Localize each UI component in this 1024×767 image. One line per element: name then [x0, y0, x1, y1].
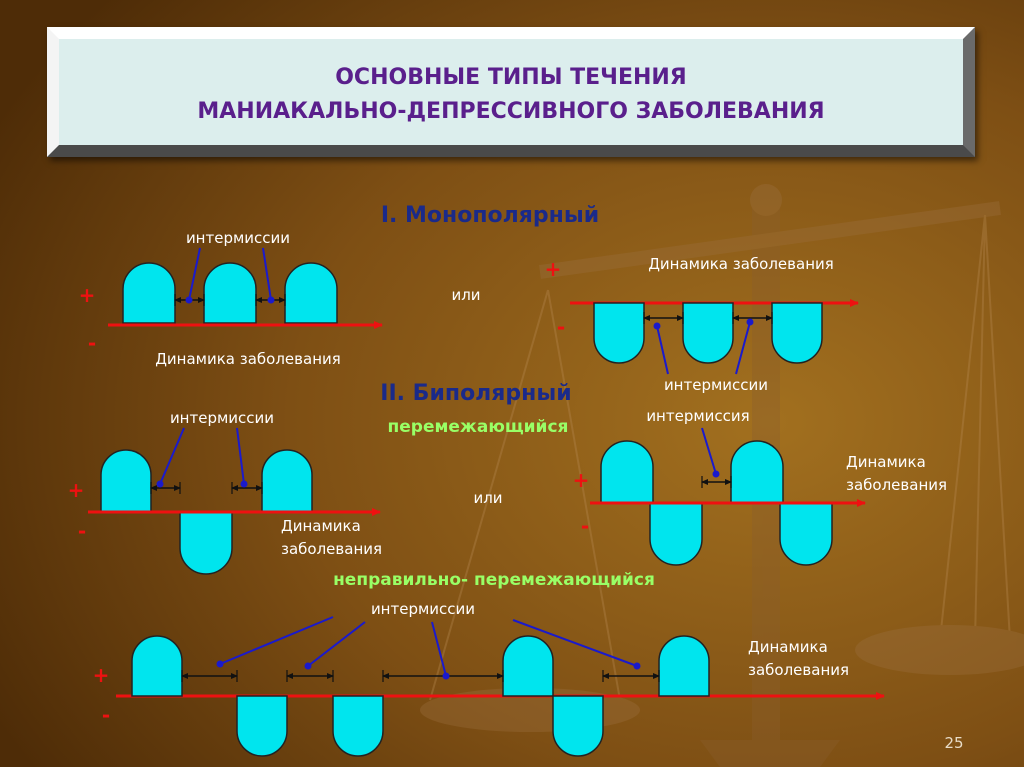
label-intermissions-3: интермиссии [170, 409, 274, 427]
manic-phase [131, 635, 183, 697]
depressive-phase [779, 502, 833, 566]
intermission-marker [185, 296, 193, 304]
label-dynamics-5a: Динамика [748, 638, 828, 656]
depressive-phase [593, 302, 645, 364]
title-banner: ОСНОВНЫЕ ТИПЫ ТЕЧЕНИЯ МАНИАКАЛЬНО-ДЕПРЕС… [47, 27, 975, 157]
intermission-leader [512, 619, 638, 667]
intermission-leader [307, 621, 366, 667]
label-intermissions-2: интермиссии [664, 376, 768, 394]
intermission-marker [633, 662, 641, 670]
title-line-1: ОСНОВНЫЕ ТИПЫ ТЕЧЕНИЯ [335, 65, 687, 90]
label-dynamics-5b: заболевания [748, 661, 849, 679]
sign-minus-1: - [88, 331, 96, 355]
label-or-1: или [451, 286, 480, 304]
depressive-phase [179, 511, 233, 575]
intermission-leader [431, 621, 447, 677]
page-title: ОСНОВНЫЕ ТИПЫ ТЕЧЕНИЯ МАНИАКАЛЬНО-ДЕПРЕС… [59, 61, 963, 129]
intermission-leader [735, 321, 751, 375]
sign-minus-4: - [581, 514, 589, 538]
label-dynamics-2: Динамика заболевания [648, 255, 834, 273]
label-dynamics-3a: Динамика [281, 517, 361, 535]
sign-plus-3: + [68, 478, 85, 502]
manic-phase [203, 262, 257, 324]
sign-plus-4: + [573, 468, 590, 492]
intermission-leader [219, 616, 334, 665]
manic-phase [261, 449, 313, 513]
intermission-leader [159, 427, 185, 485]
intermission-marker [216, 660, 224, 668]
page-number: 25 [944, 734, 963, 752]
intermission-marker [156, 480, 164, 488]
section-bipolar: II. Биполярный [380, 381, 571, 406]
sign-minus-2: - [557, 315, 565, 339]
intermission-marker [653, 322, 661, 330]
depressive-phase [649, 502, 703, 566]
subtitle-intermittent: перемежающийся [388, 417, 569, 437]
manic-phase [100, 449, 152, 513]
manic-phase [658, 635, 710, 697]
intermission-leader [701, 427, 717, 475]
sign-plus-5: + [93, 663, 110, 687]
label-dynamics-1: Динамика заболевания [155, 350, 341, 368]
intermission-marker [267, 296, 275, 304]
manic-phase [284, 262, 338, 324]
label-or-2: или [473, 489, 502, 507]
intermission-marker [442, 672, 450, 680]
depressive-phase [771, 302, 823, 364]
subtitle-irregular: неправильно- перемежающийся [333, 570, 655, 590]
intermission-leader [236, 427, 245, 485]
depressive-phase [236, 695, 288, 757]
intermission-marker [240, 480, 248, 488]
manic-phase [600, 440, 654, 504]
manic-phase [502, 635, 554, 697]
intermission-leader [656, 325, 669, 375]
label-dynamics-3b: заболевания [281, 540, 382, 558]
sign-plus-2: + [545, 257, 562, 281]
sign-minus-3: - [78, 519, 86, 543]
sign-plus-1: + [79, 283, 96, 307]
intermission-marker [712, 470, 720, 478]
section-monopolar: I. Монополярный [381, 203, 599, 228]
intermission-marker [746, 318, 754, 326]
depressive-phase [552, 695, 604, 757]
title-line-2: МАНИАКАЛЬНО-ДЕПРЕССИВНОГО ЗАБОЛЕВАНИЯ [197, 99, 825, 124]
label-dynamics-4a: Динамика [846, 453, 926, 471]
sign-minus-5: - [102, 703, 110, 727]
label-intermissions-1: интермиссии [186, 229, 290, 247]
manic-phase [730, 440, 784, 504]
label-dynamics-4b: заболевания [846, 476, 947, 494]
manic-phase [122, 262, 176, 324]
depressive-phase [332, 695, 384, 757]
intermission-leader [262, 247, 272, 301]
intermission-leader [188, 247, 201, 301]
label-intermission-4: интермиссия [646, 407, 749, 425]
depressive-phase [682, 302, 734, 364]
intermission-marker [304, 662, 312, 670]
label-intermissions-5: интермиссии [371, 600, 475, 618]
